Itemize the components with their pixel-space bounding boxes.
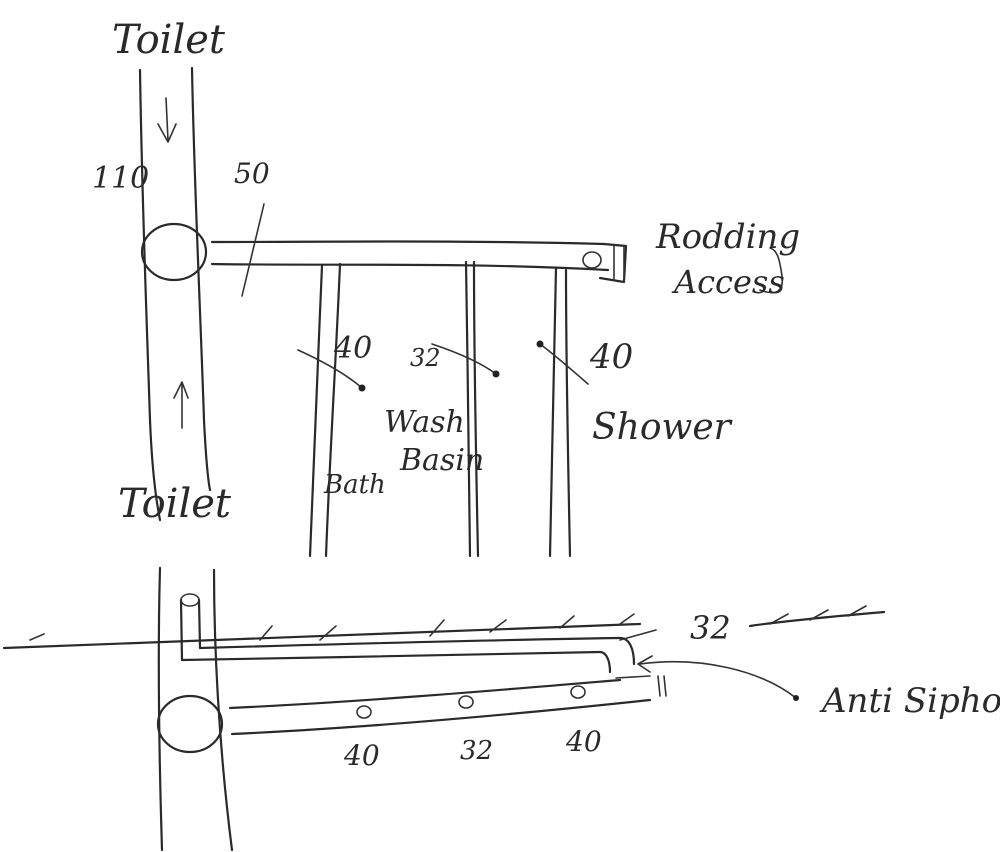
floor-hatching bbox=[29, 613, 635, 641]
stack-junction bbox=[140, 222, 208, 282]
vent-riser-left bbox=[179, 598, 184, 662]
wash-basin-label-line1: Wash bbox=[384, 405, 465, 440]
bath-size-dot bbox=[358, 384, 366, 392]
basin-pipe-left bbox=[464, 260, 472, 558]
shower-size-dot bbox=[536, 340, 544, 348]
vent-riser-right bbox=[197, 598, 202, 650]
flow-arrow-up bbox=[173, 381, 189, 429]
lower-port-1 bbox=[356, 705, 372, 719]
lower-stack-junction bbox=[156, 694, 224, 754]
basin-size-label: 32 bbox=[410, 344, 441, 372]
toilet-label-top: Toilet bbox=[112, 17, 225, 63]
floor-line-right bbox=[748, 610, 886, 628]
bath-size-leader bbox=[297, 349, 363, 389]
vent-run-bottom bbox=[180, 650, 612, 674]
vent-pipe-top bbox=[180, 593, 200, 607]
floor-hatching-right bbox=[769, 605, 867, 625]
branch-end bbox=[598, 242, 628, 284]
shower-pipe-right bbox=[564, 268, 572, 558]
rodding-bracket bbox=[759, 247, 784, 294]
rodding-cap bbox=[613, 245, 625, 283]
vent-run-top bbox=[198, 636, 636, 666]
shower-pipe-left bbox=[548, 266, 558, 558]
anti-siphon-label: Anti Siphon bbox=[822, 681, 1000, 721]
lower-port-2 bbox=[458, 695, 474, 709]
stack-left-wall bbox=[138, 68, 162, 522]
floor-line bbox=[2, 622, 642, 650]
branch-size-leader bbox=[241, 203, 265, 297]
basin-pipe-right bbox=[472, 260, 480, 558]
lower-branch-top bbox=[228, 678, 622, 710]
lower-size-label-1: 40 bbox=[344, 739, 380, 772]
lower-stack-left bbox=[157, 566, 164, 852]
lower-branch-bottom bbox=[230, 698, 652, 736]
bath-size-label: 40 bbox=[334, 331, 373, 366]
basin-size-dot bbox=[492, 370, 500, 378]
branch-bottom-wall bbox=[210, 262, 610, 272]
branch-top-wall bbox=[210, 240, 606, 246]
bath-label: Bath bbox=[324, 470, 386, 500]
flow-arrow-down bbox=[157, 97, 177, 143]
branch-size-label: 50 bbox=[234, 157, 270, 190]
lower-port-3 bbox=[570, 685, 586, 699]
lower-stack-right bbox=[212, 568, 234, 852]
lower-branch-end bbox=[615, 675, 667, 697]
rodding-access-eye bbox=[582, 251, 602, 269]
wash-basin-label-line2: Basin bbox=[400, 443, 485, 478]
vent-size-leader bbox=[619, 629, 657, 641]
rodding-access-label-line1: Rodding bbox=[656, 217, 801, 257]
lower-size-label-3: 40 bbox=[566, 725, 602, 758]
anti-siphon-dot bbox=[793, 695, 799, 701]
anti-siphon-leader bbox=[637, 655, 797, 699]
shower-size-leader bbox=[539, 343, 589, 385]
rodding-access-label-line2: Access bbox=[674, 263, 785, 301]
toilet-label-bottom: Toilet bbox=[118, 481, 231, 527]
vent-size-label: 32 bbox=[690, 609, 731, 647]
stack-right-wall bbox=[190, 66, 212, 492]
stack-size-label: 110 bbox=[92, 161, 150, 196]
lower-size-label-2: 32 bbox=[460, 736, 494, 766]
basin-size-leader bbox=[431, 343, 497, 375]
shower-size-label: 40 bbox=[590, 337, 634, 377]
bath-pipe-right bbox=[324, 262, 342, 558]
shower-label: Shower bbox=[592, 407, 731, 448]
bath-pipe-left bbox=[308, 264, 324, 558]
